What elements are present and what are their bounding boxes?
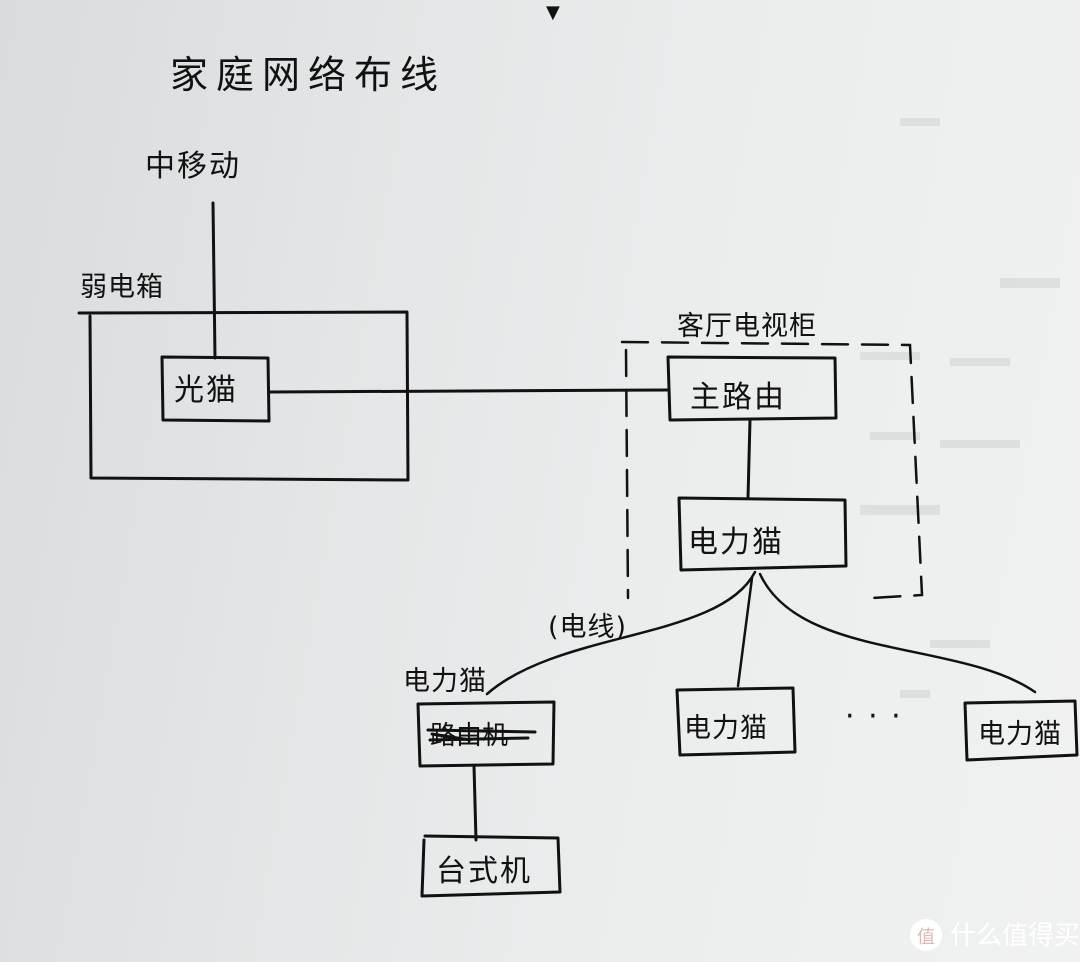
diagram-title: 家庭网络布线 (170, 53, 446, 97)
powerline-to-mid (736, 576, 754, 688)
top-marker: ▼ (546, 2, 560, 23)
isp-incoming-line (211, 201, 217, 360)
plc-main-box (677, 496, 848, 572)
tv-cabinet-boundary (620, 340, 924, 600)
plc-right-box (963, 699, 1079, 762)
router-to-plc-line (746, 418, 752, 500)
main-router-box (666, 355, 838, 422)
modem-label: 光猫 (174, 373, 238, 408)
desktop-label: 台式机 (436, 854, 532, 889)
ellipsis: · · · (845, 699, 903, 734)
bleed-through-marks (860, 118, 1060, 698)
watermark-logo-icon (910, 919, 942, 951)
watermark: 值 什么值得买 (910, 919, 1080, 951)
tv-cabinet-label: 客厅电视柜 (677, 311, 817, 342)
plc-mid-label: 电力猫 (684, 713, 768, 744)
plc-desk-box (416, 700, 556, 768)
isp-label: 中移动 (145, 149, 241, 184)
plc-mid-box (675, 686, 797, 757)
plc-right-label: 电力猫 (978, 719, 1062, 750)
powerline-label: (电线) (548, 612, 627, 643)
weak-box (77, 310, 410, 482)
modem-to-router-line (268, 388, 669, 394)
struck-out-lines (426, 728, 537, 742)
main-router-label: 主路由 (690, 380, 786, 415)
modem-box (160, 355, 271, 423)
plc-main-label: 电力猫 (688, 525, 784, 560)
desktop-box (420, 834, 562, 898)
watermark-logo-glyph: 值 (917, 927, 935, 948)
watermark-text: 什么值得买 (950, 921, 1080, 951)
powerline-to-desk (485, 570, 757, 696)
powerline-to-right (758, 572, 1037, 694)
plc-to-desktop-line (472, 764, 478, 842)
weak-box-label: 弱电箱 (80, 272, 164, 303)
plc-desk-label: 电力猫 (403, 666, 487, 697)
